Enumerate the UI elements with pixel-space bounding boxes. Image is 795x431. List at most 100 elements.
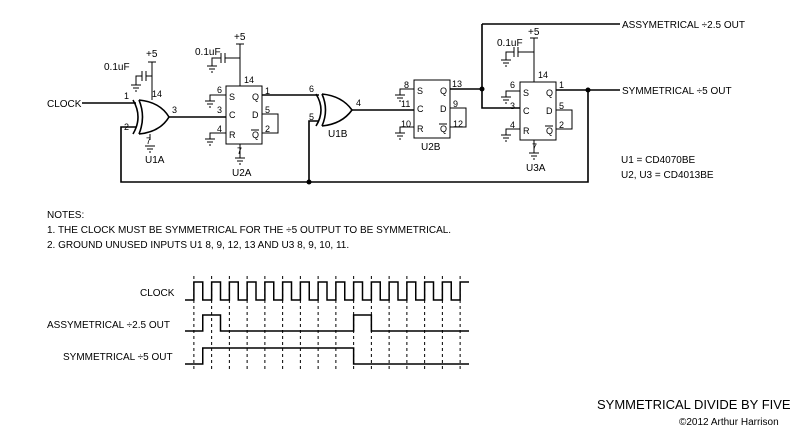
wire-u2b-r (399, 126, 414, 133)
wire-u2a-qn-to-d (262, 113, 279, 134)
ground-symbol-u3a-s (501, 96, 511, 104)
pin-u1a-3: 3 (172, 105, 177, 115)
ground-symbol-u3a-r (501, 134, 511, 142)
xor-gate-u1a (132, 99, 170, 135)
pin-u3a-s: 6 (510, 80, 515, 90)
pin-u1a-1: 1 (124, 91, 129, 101)
u2b-d-label: D (440, 104, 447, 114)
pin-u2a-s: 6 (217, 85, 222, 95)
flip-flop-u2a (225, 85, 263, 145)
waveform-sym-out (185, 347, 469, 365)
u2b-r-label: R (417, 124, 424, 134)
flip-flop-u3a (519, 81, 557, 141)
wire-u2a-r (209, 132, 226, 139)
pin-u1b-5: 5 (309, 112, 314, 122)
note-2: 2. GROUND UNUSED INPUTS U1 8, 9, 12, 13 … (47, 240, 349, 251)
diagram-title: SYMMETRICAL DIVIDE BY FIVE (597, 397, 791, 412)
note-1: 1. THE CLOCK MUST BE SYMMETRICAL FOR THE… (47, 225, 451, 236)
pin-u3a-vss: 7 (532, 142, 537, 152)
timing-label-asym: ASSYMETRICAL ÷2.5 OUT (47, 320, 170, 331)
u3a-q-label: Q (546, 88, 553, 98)
u2b-c-label: C (417, 104, 424, 114)
u2a-q-label: Q (252, 92, 259, 102)
pin-u2b-s: 8 (404, 80, 409, 90)
ground-symbol-u2a (235, 157, 245, 165)
u2a-qn-label: Q (252, 130, 259, 140)
pin-u3a-vdd: 14 (538, 70, 548, 80)
u3a-c-label: C (523, 106, 530, 116)
ground-symbol-u2a-r (205, 138, 215, 146)
pin-u2a-d: 5 (265, 105, 270, 115)
flip-flop-u2b (413, 79, 451, 139)
u2a-c-label: C (229, 110, 236, 120)
u3a-s-label: S (523, 88, 529, 98)
pin-u2b-qn: 12 (453, 119, 463, 129)
u2a-s-label: S (229, 92, 235, 102)
u2a-d-label: D (252, 110, 259, 120)
cap-label-u1a: 0.1uF (104, 62, 130, 73)
junction-dot (479, 86, 485, 92)
ff-label-u3a: U3A (526, 163, 546, 174)
signal-label-clock: CLOCK (47, 99, 82, 110)
pin-u3a-d: 5 (559, 101, 564, 111)
pin-u2a-c: 3 (217, 105, 222, 115)
pin-u2a-vdd: 14 (244, 75, 254, 85)
ground-symbol-u1a (145, 145, 155, 153)
u3a-qn-label: Q (546, 126, 553, 136)
pin-u1b-6: 6 (309, 84, 314, 94)
wire-feedback-to-u1b (308, 120, 319, 182)
u2a-r-label: R (229, 130, 236, 140)
pin-u2a-q: 1 (265, 86, 270, 96)
pin-u3a-r: 4 (510, 120, 515, 130)
u2b-q-label: Q (440, 86, 447, 96)
pin-u2b-r: 10 (401, 119, 411, 129)
copyright: ©2012 Arthur Harrison (679, 417, 779, 428)
pin-u1b-4: 4 (356, 98, 361, 108)
ff-label-u2b: U2B (421, 142, 441, 153)
wire-u3a-r (505, 128, 520, 135)
wire-u2b-qn-to-d (450, 107, 467, 128)
pin-u3a-q: 1 (559, 80, 564, 90)
ground-symbol-u1a-cap (131, 84, 141, 92)
pin-u2a-r: 4 (217, 124, 222, 134)
timing-label-sym: SYMMETRICAL ÷5 OUT (63, 352, 173, 363)
junction-dot (585, 87, 591, 93)
pin-u1a-7: 7 (146, 136, 151, 146)
ff-label-u2a: U2A (232, 168, 252, 179)
gate-label-u1b: U1B (328, 129, 348, 140)
decoupling-capacitor-u1a (135, 71, 152, 85)
ground-symbol-u2b-r (395, 132, 405, 140)
ground-symbol-u3a-cap (501, 59, 511, 67)
gate-label-u1a: U1A (145, 155, 165, 166)
pin-u2b-q: 13 (452, 79, 462, 89)
signal-label-asym-out: ASSYMETRICAL ÷2.5 OUT (622, 20, 745, 31)
pin-u1a-14: 14 (152, 89, 162, 99)
supply-label-u3a: +5 (528, 27, 540, 38)
supply-label-u1a: +5 (146, 49, 158, 60)
wire-u3a-qn-to-d (556, 109, 573, 130)
wire-u2a-s (209, 94, 226, 101)
decoupling-capacitor-u3a (505, 47, 534, 60)
pin-u3a-c: 3 (510, 101, 515, 111)
notes-heading: NOTES: (47, 210, 84, 221)
cap-label-u2a: 0.1uF (195, 47, 221, 58)
waveform-clock (185, 281, 469, 301)
junction-dot (306, 179, 312, 185)
part-list-u1: U1 = CD4070BE (621, 155, 696, 166)
ground-symbol-u2a-s (205, 100, 215, 108)
wire-u2b-q-to-u3a-clk (481, 24, 520, 109)
u2b-qn-label: Q (440, 124, 447, 134)
pin-u2b-c: 11 (401, 99, 410, 109)
pin-u2b-d: 9 (453, 99, 458, 109)
supply-label-u2a: +5 (234, 32, 246, 43)
part-list-u2-u3: U2, U3 = CD4013BE (621, 170, 714, 181)
u3a-r-label: R (523, 126, 530, 136)
waveform-asym-out (185, 314, 469, 332)
signal-label-sym-out: SYMMETRICAL ÷5 OUT (622, 86, 732, 97)
timing-label-clock: CLOCK (140, 288, 175, 299)
xor-gate-u1b (315, 93, 353, 127)
ground-symbol-u3a (529, 152, 539, 160)
wire-u3a-s (505, 90, 520, 97)
ground-symbol-u2a-cap (207, 65, 217, 73)
